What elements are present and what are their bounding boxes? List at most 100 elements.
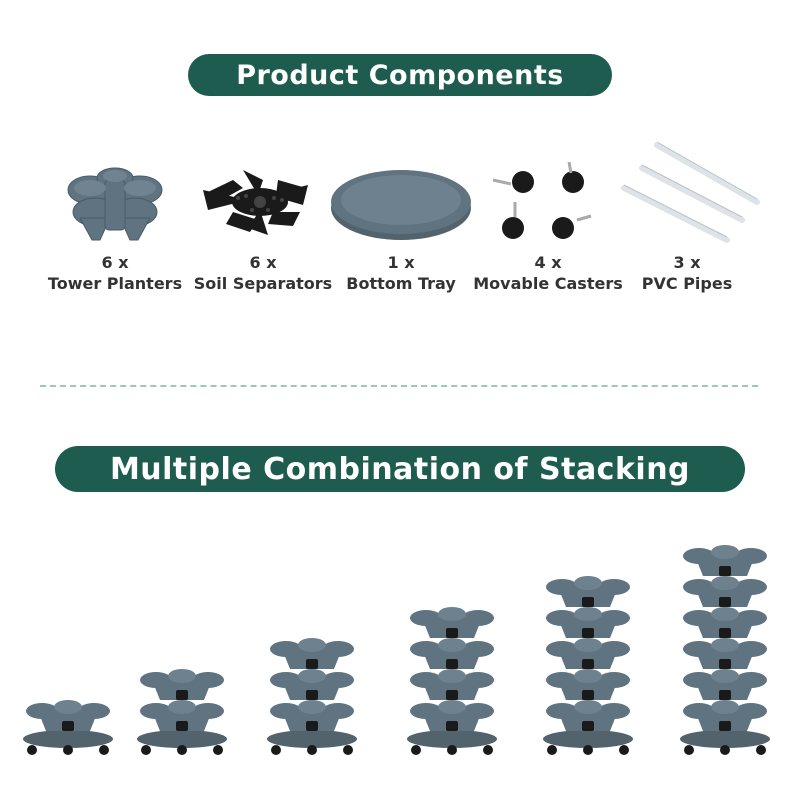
stack-tier-pocket: [192, 703, 224, 719]
component-soil-separators: 6 x Soil Separators: [188, 140, 338, 330]
stack-tier-separator: [306, 721, 318, 731]
stack-tier-separator: [719, 566, 731, 576]
stack-tier-pocket: [26, 703, 58, 719]
stack-caster: [213, 745, 223, 755]
component-name: Soil Separators: [193, 274, 333, 293]
stack-tier-separator: [582, 690, 594, 700]
stack-tier-pocket: [574, 700, 602, 714]
tower-stack-4: [407, 607, 497, 755]
stack-tier-separator: [446, 659, 458, 669]
stack-tier-pocket: [735, 641, 767, 657]
stack-tier-separator: [719, 721, 731, 731]
stack-caster: [547, 745, 557, 755]
stack-tier-pocket: [711, 545, 739, 559]
stack-tier-pocket: [574, 638, 602, 652]
stack-tier-separator: [719, 659, 731, 669]
stack-tier-pocket: [598, 641, 630, 657]
stack-tier-separator: [582, 659, 594, 669]
tower-stack-2: [137, 669, 227, 755]
stack-tier-pocket: [598, 579, 630, 595]
stack-tier-pocket: [192, 672, 224, 688]
stack-tier-pocket: [574, 607, 602, 621]
stack-caster: [63, 745, 73, 755]
stacking-title: Multiple Combination of Stacking: [55, 446, 745, 492]
stack-tier-separator: [582, 721, 594, 731]
component-name: PVC Pipes: [641, 274, 733, 293]
stack-caster: [619, 745, 629, 755]
stack-tier-pocket: [546, 703, 578, 719]
stack-tier-pocket: [683, 641, 715, 657]
stack-tier-pocket: [168, 669, 196, 683]
stack-tier-pocket: [683, 672, 715, 688]
stack-tier-pocket: [598, 672, 630, 688]
stack-tier-pocket: [683, 610, 715, 626]
tower-stack-1: [23, 700, 113, 755]
stack-tier-separator: [719, 628, 731, 638]
stack-tier-pocket: [546, 641, 578, 657]
stack-tier-pocket: [438, 638, 466, 652]
stack-tier-separator: [582, 597, 594, 607]
stack-tier-pocket: [462, 610, 494, 626]
stack-caster: [583, 745, 593, 755]
stack-tier-separator: [62, 721, 74, 731]
stack-tier-pocket: [322, 641, 354, 657]
stack-tray: [267, 730, 357, 748]
stack-caster: [483, 745, 493, 755]
stacking-illustration: [23, 545, 770, 755]
component-movable-casters: 4 x Movable Casters: [473, 140, 623, 330]
stack-tier-pocket: [270, 672, 302, 688]
casters-icon: [492, 161, 592, 239]
stack-caster: [177, 745, 187, 755]
section-divider: [40, 385, 758, 387]
stack-tier-pocket: [598, 703, 630, 719]
stack-tray: [23, 730, 113, 748]
stack-tier-pocket: [410, 672, 442, 688]
stack-tier-pocket: [140, 703, 172, 719]
stack-tier-pocket: [270, 703, 302, 719]
stack-tier-pocket: [711, 638, 739, 652]
stack-tier-pocket: [598, 610, 630, 626]
stack-tray: [407, 730, 497, 748]
stack-tier-separator: [176, 721, 188, 731]
bottom-tray-icon: [331, 170, 471, 240]
stack-tier-pocket: [735, 672, 767, 688]
stack-tier-separator: [446, 628, 458, 638]
stack-caster: [27, 745, 37, 755]
product-components-title: Product Components: [188, 54, 612, 96]
stack-tier-pocket: [683, 579, 715, 595]
component-qty: 6 x: [101, 253, 129, 272]
stack-tier-pocket: [168, 700, 196, 714]
tower-stack-6: [680, 545, 770, 755]
stack-tier-pocket: [462, 641, 494, 657]
stack-tier-pocket: [574, 669, 602, 683]
stack-tier-pocket: [438, 607, 466, 621]
component-qty: 1 x: [387, 253, 415, 272]
components-row: 6 x Tower Planters 6 x: [40, 140, 760, 330]
stack-tier-pocket: [735, 610, 767, 626]
component-qty: 4 x: [534, 253, 562, 272]
stack-tier-pocket: [298, 700, 326, 714]
stack-tier-pocket: [735, 579, 767, 595]
stack-caster: [99, 745, 109, 755]
stack-tier-pocket: [322, 703, 354, 719]
stack-tier-pocket: [410, 641, 442, 657]
stack-tray: [137, 730, 227, 748]
stack-tier-pocket: [462, 703, 494, 719]
stack-tier-pocket: [140, 672, 172, 688]
stack-tier-pocket: [54, 700, 82, 714]
stack-tier-pocket: [735, 703, 767, 719]
stack-tier-separator: [582, 628, 594, 638]
soil-separator-icon: [203, 170, 308, 235]
stack-tier-pocket: [298, 669, 326, 683]
stack-tier-pocket: [711, 669, 739, 683]
tower-planter-icon: [67, 167, 163, 241]
component-tower-planters: 6 x Tower Planters: [40, 140, 190, 330]
stack-tier-pocket: [270, 641, 302, 657]
stack-tier-pocket: [438, 669, 466, 683]
stack-tier-separator: [306, 690, 318, 700]
pvc-pipes-icon: [621, 141, 760, 243]
tower-stack-3: [267, 638, 357, 755]
component-qty: 3 x: [673, 253, 701, 272]
stack-tray: [680, 730, 770, 748]
stack-tier-pocket: [78, 703, 110, 719]
